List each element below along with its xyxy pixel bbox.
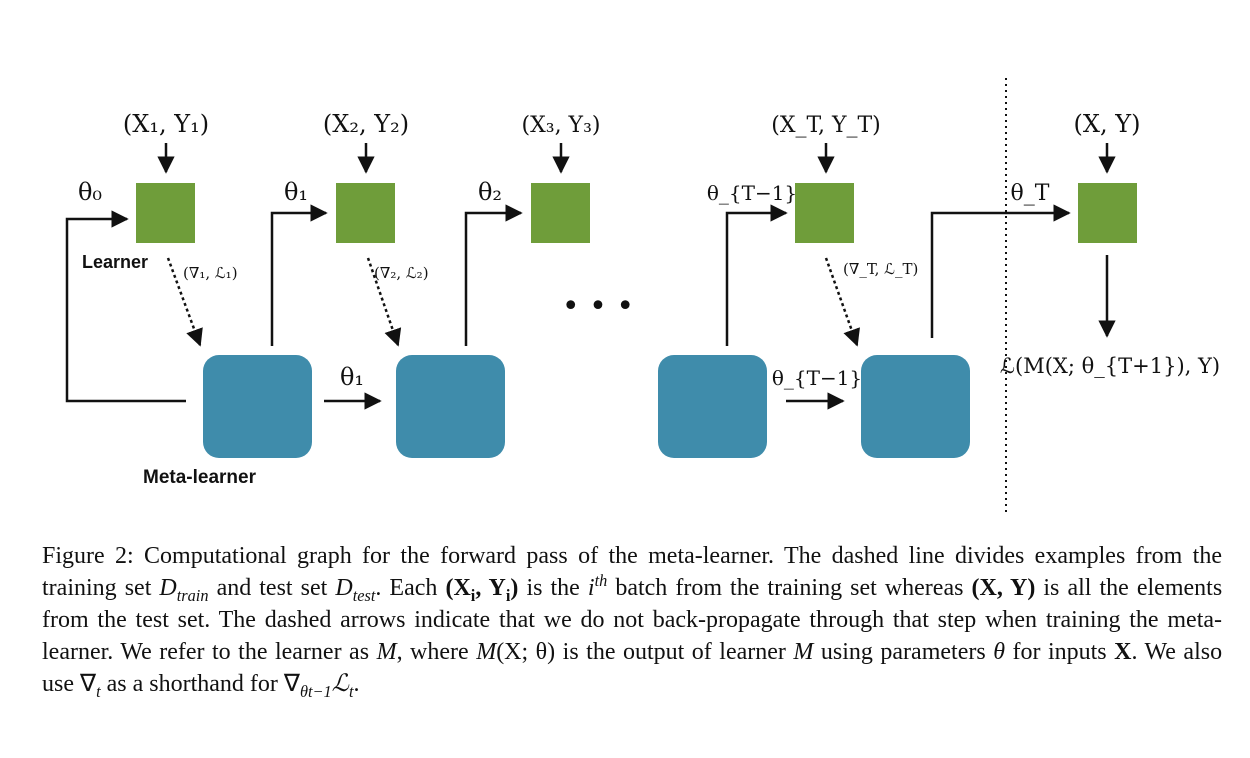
caption-text: using parameters xyxy=(820,639,986,665)
loss-label: ℒ(M(X; θ_{T+1}), Y) xyxy=(1000,354,1220,378)
learner-box xyxy=(795,183,854,243)
d-test: Dtest xyxy=(335,575,376,605)
meta-learner-box xyxy=(203,355,312,458)
batch-label: (X, Y) xyxy=(1074,110,1141,138)
gradient-label: (∇₂, ℒ₂) xyxy=(374,264,429,282)
caption-text: is all the elements from the test set. T… xyxy=(42,575,1223,665)
caption-text: is the xyxy=(526,575,580,601)
caption-text: is the output of learner xyxy=(562,639,786,665)
learner-symbol: M xyxy=(376,639,397,665)
figure-number: Figure 2: xyxy=(42,543,134,569)
caption-text: , where xyxy=(396,639,469,665)
learner-box xyxy=(136,183,195,243)
ith: ith xyxy=(587,571,608,601)
learner-args: (X; θ) xyxy=(496,639,556,665)
nabla-t: ∇t xyxy=(80,671,101,701)
theta-label: θ_{T−1} xyxy=(707,181,797,205)
caption-text: Computational graph for the forward pass… xyxy=(42,543,1222,601)
gradient-label: (∇₁, ℒ₁) xyxy=(183,264,238,282)
meta-transfer-label: θ_{T−1} xyxy=(772,366,862,390)
caption-text: . We also use xyxy=(42,639,1223,697)
batch-label: (X_T, Y_T) xyxy=(771,113,880,138)
meta-learner-label: Meta-learner xyxy=(143,467,257,488)
theta-output-arrow xyxy=(930,204,1071,338)
computational-graph: (X₁, Y₁) (X₂, Y₂) (X₃, Y₃) (X_T, Y_T) (X… xyxy=(65,78,1220,515)
d-train: Dtrain xyxy=(159,575,209,605)
batch-pair-i: (Xi, Yi) xyxy=(445,575,519,605)
learner-label: Learner xyxy=(82,252,148,272)
learner-box xyxy=(1078,183,1137,243)
ellipsis: • • • xyxy=(562,289,634,324)
test-pair: (X, Y) xyxy=(971,575,1036,601)
meta-learner-box xyxy=(396,355,505,458)
meta-learner-box xyxy=(861,355,970,458)
learner-symbol: M xyxy=(476,639,497,665)
caption-text: as a shorthand for xyxy=(106,671,278,697)
caption-text: and test set xyxy=(216,575,328,601)
theta-symbol: θ xyxy=(993,639,1005,665)
learner-box xyxy=(531,183,590,243)
caption-text: for inputs xyxy=(1012,639,1107,665)
learner-box xyxy=(336,183,395,243)
caption-text: batch from the training set whereas xyxy=(615,575,964,601)
theta-output-arrow xyxy=(464,204,523,346)
nabla-shorthand: ∇θt−1ℒt xyxy=(283,671,354,701)
figure-caption: Figure 2: Computational graph for the fo… xyxy=(42,540,1222,700)
theta-output-arrow xyxy=(270,204,328,346)
meta-transfer-label: θ₁ xyxy=(340,363,364,391)
batch-label: (X₁, Y₁) xyxy=(123,110,209,138)
gradient-label: (∇_T, ℒ_T) xyxy=(843,260,918,278)
theta-label: θ₁ xyxy=(284,178,308,206)
meta-learner-box xyxy=(658,355,767,458)
caption-text: . Each xyxy=(375,575,438,601)
caption-text: . xyxy=(353,671,360,697)
theta-label: θ_T xyxy=(1011,181,1050,206)
batch-label: (X₃, Y₃) xyxy=(522,113,601,138)
batch-label: (X₂, Y₂) xyxy=(323,110,409,138)
theta-label: θ₂ xyxy=(478,178,502,206)
theta-label: θ₀ xyxy=(78,178,102,206)
theta-feedback-arrow xyxy=(65,210,186,403)
learner-symbol: M xyxy=(793,639,814,665)
theta-output-arrow xyxy=(725,204,788,346)
x-symbol: X xyxy=(1114,639,1132,665)
